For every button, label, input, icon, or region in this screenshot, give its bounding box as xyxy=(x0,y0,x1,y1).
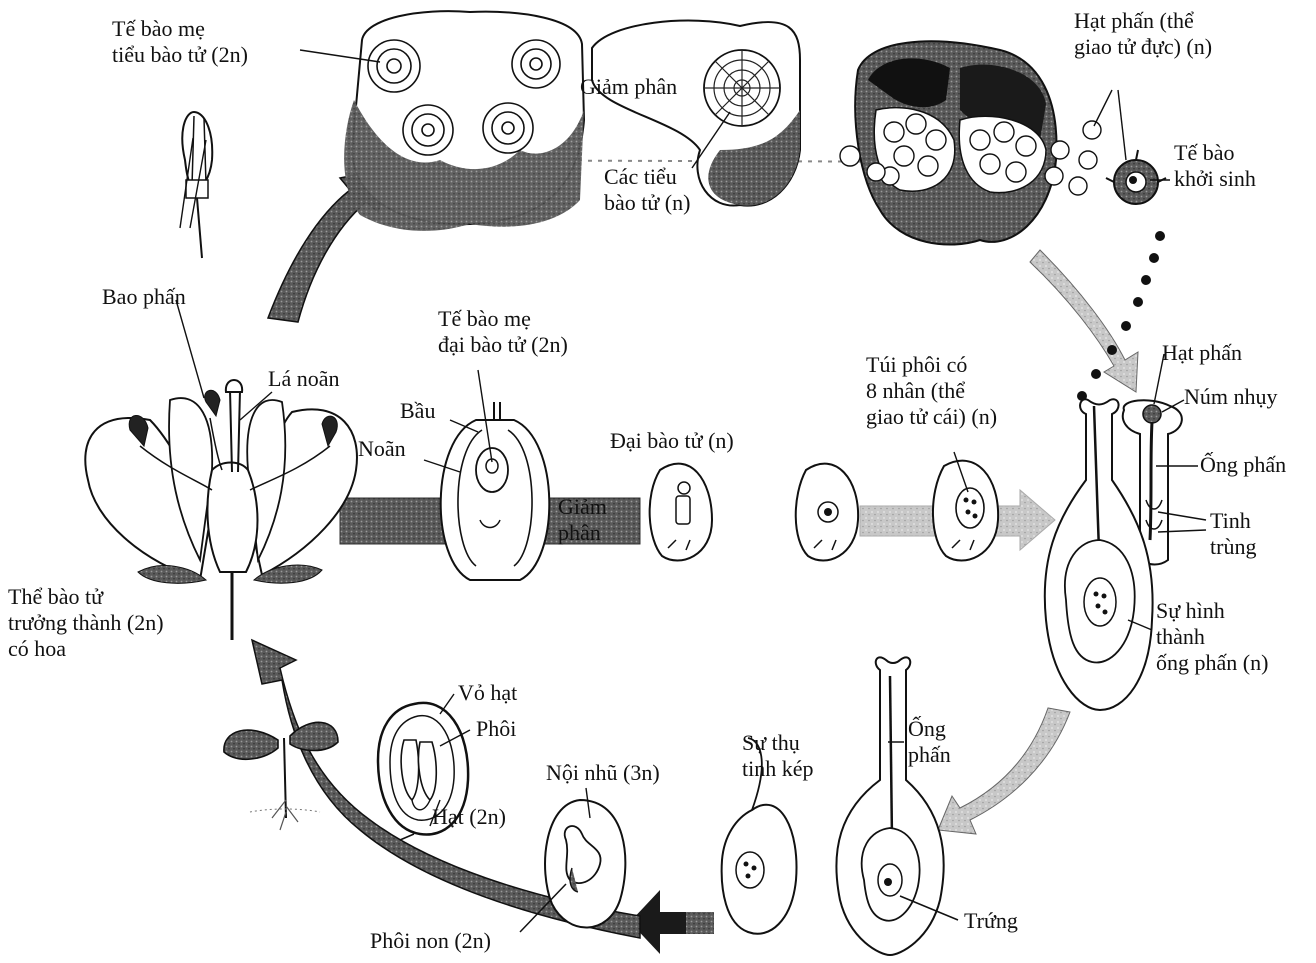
cycle-arrow-bottom xyxy=(630,890,714,954)
label-bao-phan: Bao phấn xyxy=(102,284,186,310)
label-the-bao-tu-truong-thanh: Thể bào tử trưởng thành (2n) có hoa xyxy=(8,584,164,662)
label-num-nhuy: Núm nhụy xyxy=(1184,384,1278,410)
label-tui-phoi: Túi phôi có 8 nhân (thể giao tử cái) (n) xyxy=(866,352,997,430)
anther-section-3 xyxy=(840,41,1101,244)
label-trung: Trứng xyxy=(964,908,1018,934)
pistil-egg xyxy=(836,657,958,955)
label-dai-bao-tu: Đại bào tử (n) xyxy=(610,428,734,454)
label-bau: Bầu xyxy=(400,398,435,424)
label-ong-phan-right: Ống phấn xyxy=(1200,452,1286,478)
label-su-thu-tinh-kep: Sự thụ tinh kép xyxy=(742,730,814,782)
label-tinh-trung: Tinh trùng xyxy=(1210,508,1256,560)
label-phoi: Phôi xyxy=(476,716,516,742)
label-phoi-non: Phôi non (2n) xyxy=(370,928,491,954)
cycle-arrow-top-right xyxy=(1030,250,1138,392)
label-giam-phan-top: Giảm phân xyxy=(580,74,677,100)
label-te-bao-khoi-sinh: Tế bào khởi sinh xyxy=(1174,140,1256,192)
label-giam-phan-middle: Giảm phân xyxy=(558,494,607,546)
ovary-section xyxy=(441,402,550,580)
label-ong-phan-bottom: Ống phấn xyxy=(908,716,951,768)
label-hat-2n: Hạt (2n) xyxy=(432,804,506,830)
ovule-embryo-sac xyxy=(933,461,998,561)
ovule-stage-2 xyxy=(796,464,858,561)
label-noan: Noãn xyxy=(358,436,406,462)
ovule-megaspore xyxy=(650,464,712,561)
label-la-noan: Lá noãn xyxy=(268,366,339,392)
pistil-pollen-tube-growth xyxy=(1045,399,1153,710)
cycle-arrow-right-down xyxy=(938,708,1070,834)
label-hat-phan-the-giao-tu-duc: Hạt phấn (thể giao tử đực) (n) xyxy=(1074,8,1212,60)
anther-section-1 xyxy=(344,11,584,231)
label-te-bao-me-dai-bao-tu: Tế bào mẹ đại bào tử (2n) xyxy=(438,306,568,358)
label-vo-hat: Vỏ hạt xyxy=(458,680,517,706)
label-noi-nhu: Nội nhũ (3n) xyxy=(546,760,660,786)
label-cac-tieu-bao-tu: Các tiểu bào tử (n) xyxy=(604,164,690,216)
label-hat-phan-right: Hạt phấn xyxy=(1162,340,1242,366)
pollen-grain-generative-cell xyxy=(1106,150,1166,204)
label-su-hinh-thanh-ong-phan: Sự hình thành ống phấn (n) xyxy=(1156,598,1268,676)
label-te-bao-me-tieu-bao-tu: Tế bào mẹ tiểu bào tử (2n) xyxy=(112,16,248,68)
